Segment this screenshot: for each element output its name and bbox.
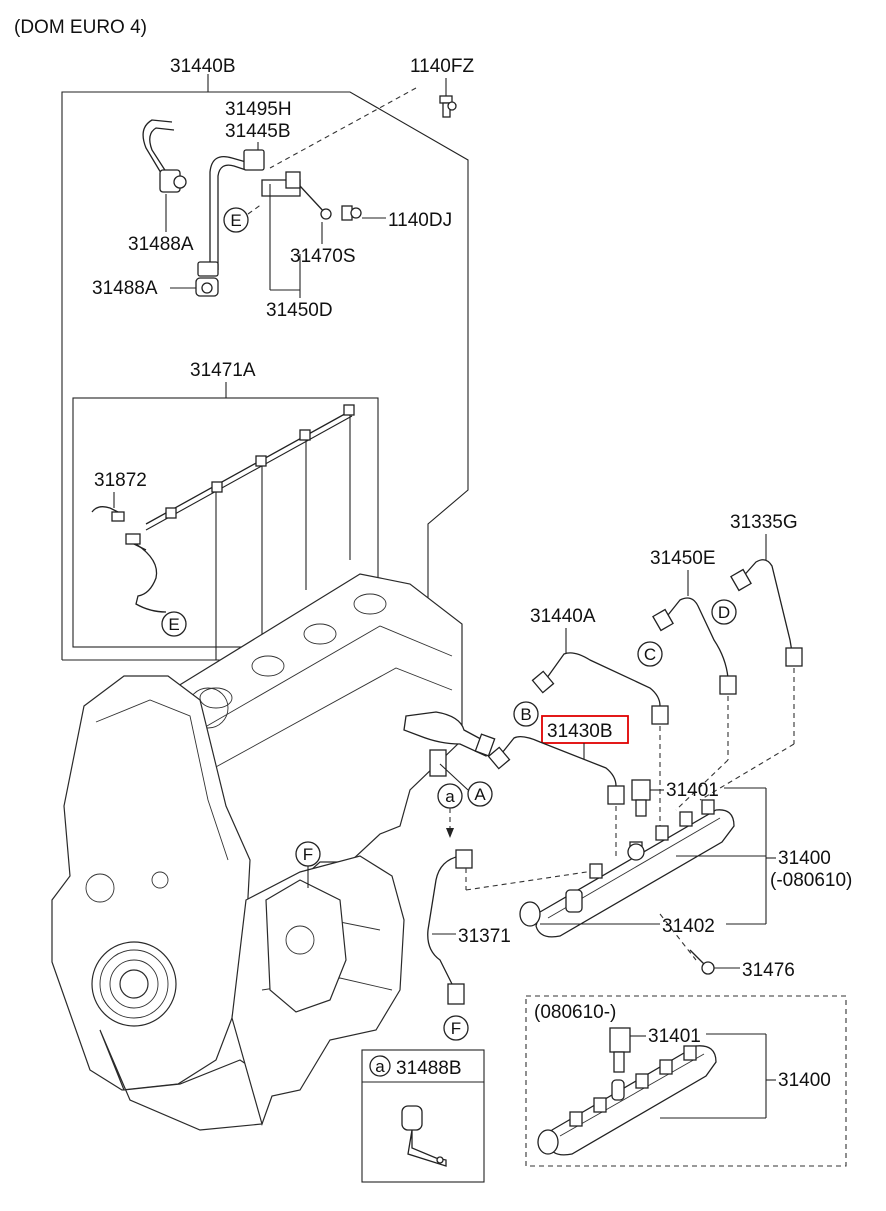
hp-pipe-31440A [531,652,669,725]
fuel-return-hose-frame [61,74,469,661]
engine-block-illustration [51,573,496,1131]
label-080610-from[interactable]: (080610-) [534,1002,616,1023]
label-1140FZ[interactable]: 1140FZ [410,56,474,77]
variant-title: (DOM EURO 4) [14,17,147,38]
common-rail-early [519,779,735,938]
late-rail-frame [525,995,847,1167]
label-31476[interactable]: 31476 [742,960,795,981]
callout-C [637,641,663,667]
callout-F-pipe [443,1015,469,1041]
callout-a-box [369,1055,391,1077]
label-31371[interactable]: 31371 [458,926,511,947]
callout-E-lower-label: E [168,615,179,634]
label-31471A[interactable]: 31471A [190,360,256,381]
callout-F-pipe-label: F [451,1019,461,1038]
label-31495H[interactable]: 31495H [225,99,292,120]
label-31872[interactable]: 31872 [94,470,147,491]
hp-pipe-31430B [487,736,625,805]
label-31400-late[interactable]: 31400 [778,1070,831,1091]
label-1140DJ[interactable]: 1140DJ [388,210,452,231]
clip-31488B [401,1105,447,1167]
callout-D [711,599,737,625]
detail-box-31488B [361,1049,485,1183]
callout-F-engine-label: F [303,845,313,864]
label-31401-late[interactable]: 31401 [648,1026,701,1047]
callout-a-pipe-label: a [445,787,455,806]
hp-pipe-31450E [652,597,737,695]
callout-a-box-label: a [375,1057,385,1076]
callout-A [467,781,493,807]
common-rail-late [537,1027,717,1156]
label-31488A-upper[interactable]: 31488A [128,234,194,255]
callout-B [513,701,539,727]
fuel-return-line-31471A [91,404,355,660]
hp-pipe-31371 [427,849,473,1005]
hp-pipe-31335G [730,559,803,667]
label-31430B[interactable]: 31430B [547,721,613,742]
label-31440B[interactable]: 31440B [170,56,236,77]
return-hose-frame [72,397,379,648]
callout-D-label: D [718,603,730,622]
label-31400-early[interactable]: 31400 [778,848,831,869]
label-31335G[interactable]: 31335G [730,512,798,533]
label-31440A[interactable]: 31440A [530,606,596,627]
label-31401-early[interactable]: 31401 [666,780,719,801]
bolt-31476 [689,949,715,975]
callout-C-label: C [644,645,656,664]
label-31450D[interactable]: 31450D [266,300,333,321]
fuel-return-hose-assembly [142,119,362,297]
label-31488A-lower[interactable]: 31488A [92,278,158,299]
highlight-box-31430B [541,715,629,744]
label-31445B[interactable]: 31445B [225,121,291,142]
label-31488B[interactable]: 31488B [396,1058,462,1079]
callout-B-label: B [520,705,531,724]
label-31402[interactable]: 31402 [662,916,715,937]
callout-E-lower [161,611,187,637]
callout-E-upper [223,207,249,233]
label-31400-date-range[interactable]: (-080610) [770,870,852,891]
bolt-1140FZ [439,95,457,118]
callout-A-label: A [474,785,486,804]
label-31470S[interactable]: 31470S [290,246,356,267]
callout-E-upper-label: E [230,211,241,230]
label-31450E[interactable]: 31450E [650,548,716,569]
